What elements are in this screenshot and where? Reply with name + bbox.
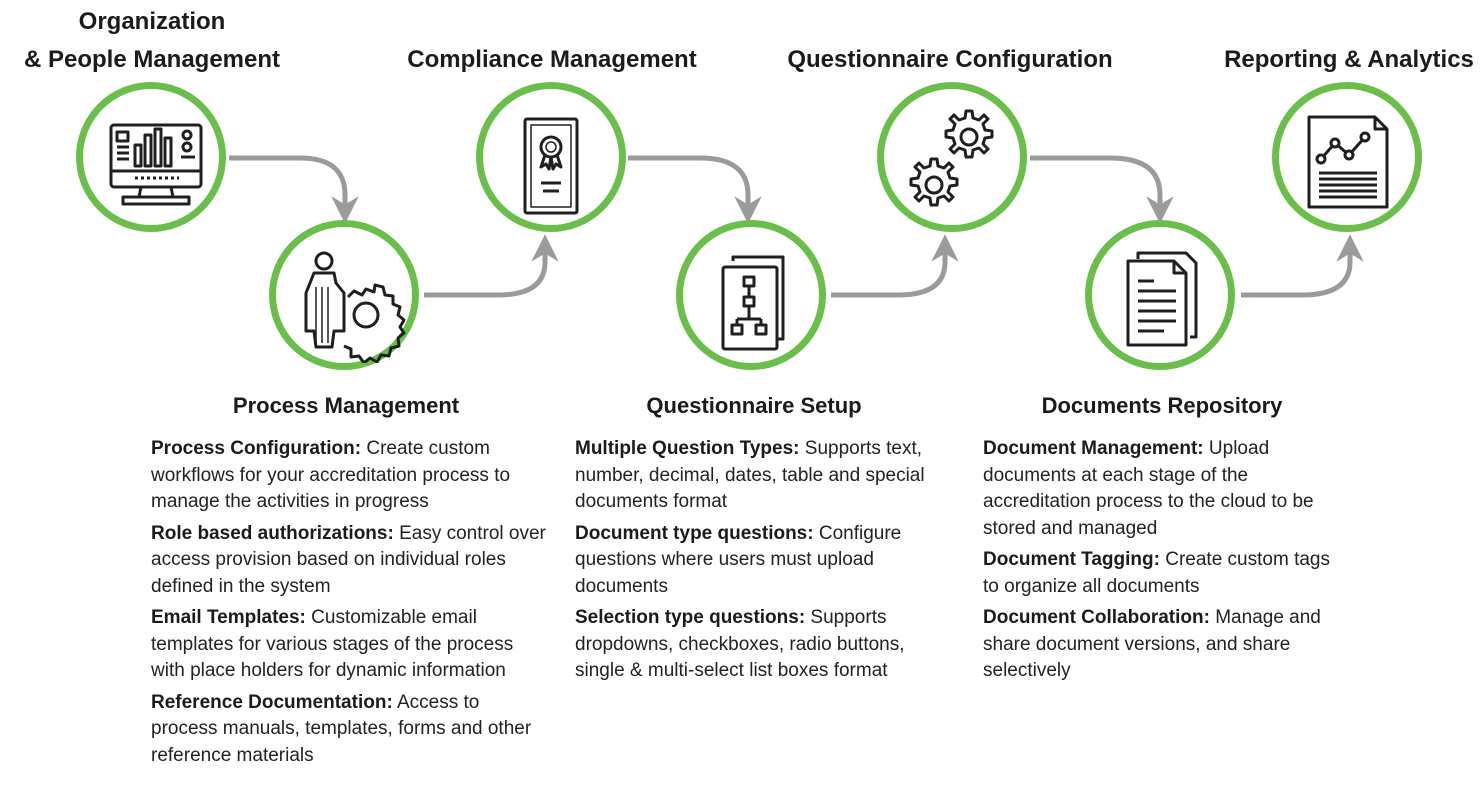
feature-item: Role based authorizations: Easy control … xyxy=(151,522,546,597)
gears-icon xyxy=(909,109,994,207)
stage-title-org-line1: Organization xyxy=(78,8,226,35)
stage-title-org-line2: & People Management xyxy=(23,46,281,73)
arrow-qsetup-to-qconfig xyxy=(831,234,959,298)
stage-title-reporting: Reporting & Analytics xyxy=(1224,46,1474,73)
section-heading-docs: Documents Repository xyxy=(1041,393,1283,418)
feature-item: Document Collaboration: Manage and share… xyxy=(983,607,1321,681)
person-gear-icon xyxy=(304,251,406,363)
stage-circle-reporting xyxy=(1272,82,1422,232)
stage-circle-qsetup xyxy=(676,220,826,370)
arrow-compliance-to-qsetup xyxy=(628,155,762,224)
arrow-qconfig-to-docs xyxy=(1030,155,1174,224)
certificate-icon xyxy=(523,117,579,215)
feature-list-process: Process Configuration: Create custom wor… xyxy=(151,436,549,774)
feature-item: Document Tagging: Create custom tags to … xyxy=(983,549,1330,597)
arrow-docs-to-reporting xyxy=(1241,234,1364,298)
documents-stack-icon xyxy=(1126,251,1198,347)
workflow-document-icon xyxy=(721,255,785,351)
stage-title-qconfig: Questionnaire Configuration xyxy=(787,46,1113,73)
stage-circle-compliance xyxy=(476,82,626,232)
feature-list-qsetup: Multiple Question Types: Supports text, … xyxy=(575,436,947,690)
arrow-org-to-process xyxy=(229,155,359,224)
feature-item: Process Configuration: Create custom wor… xyxy=(151,438,511,512)
feature-item: Document type questions: Configure quest… xyxy=(575,522,902,597)
stage-circle-docs xyxy=(1085,220,1235,370)
arrow-process-to-compliance xyxy=(424,234,559,298)
feature-item: Selection type questions: Supports dropd… xyxy=(575,607,905,681)
stage-circle-process xyxy=(269,220,419,370)
section-heading-qsetup: Questionnaire Setup xyxy=(646,393,862,418)
monitor-dashboard-icon xyxy=(109,123,203,206)
section-heading-process: Process Management xyxy=(232,393,460,418)
stage-circle-org xyxy=(76,82,226,232)
feature-item: Email Templates: Customizable email temp… xyxy=(151,607,514,681)
stage-circle-qconfig xyxy=(877,82,1027,232)
feature-item: Document Management: Upload documents at… xyxy=(983,438,1314,539)
feature-item: Reference Documentation: Access to proce… xyxy=(151,691,532,766)
report-chart-icon xyxy=(1307,115,1389,209)
stage-title-compliance: Compliance Management xyxy=(407,46,697,73)
feature-item: Multiple Question Types: Supports text, … xyxy=(575,438,925,512)
feature-list-docs: Document Management: Upload documents at… xyxy=(983,436,1333,690)
